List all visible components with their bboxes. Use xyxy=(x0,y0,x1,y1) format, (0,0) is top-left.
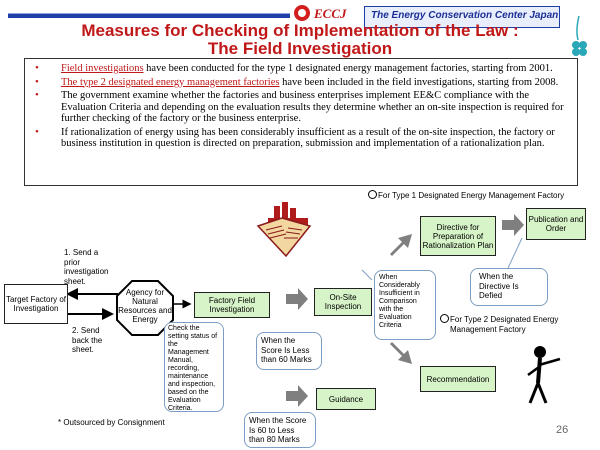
insufficient-callout: When Considerably Insufficient in Compar… xyxy=(374,270,436,340)
bullet-item: The type 2 designated energy management … xyxy=(33,77,569,89)
eccj-logo: ECCJ xyxy=(294,4,358,24)
arrow-to-guidance-icon xyxy=(286,385,308,407)
arrow-to-publication-icon xyxy=(502,214,524,236)
type2-text-2: Management Factory xyxy=(450,324,526,334)
bullet-item: If rationalization of energy using has b… xyxy=(33,127,569,150)
directive-box: Directive for Preparation of Rationaliza… xyxy=(420,216,496,256)
bullet-highlight: The type 2 designated energy management … xyxy=(61,76,280,88)
title-line-1: Measures for Checking of Implementation … xyxy=(81,21,519,40)
on-site-label: On-Site Inspection xyxy=(324,293,362,311)
type1-text: For Type 1 Designated Energy Management … xyxy=(378,191,565,200)
factory-document-icon xyxy=(256,202,312,258)
step2-text: 2. Send back the sheet. xyxy=(72,326,103,354)
directive-label: Directive for Preparation of Rationaliza… xyxy=(422,222,494,250)
score-60-80-callout: When the Score Is 60 to Less than 80 Mar… xyxy=(244,412,316,448)
arrow-down-right-icon xyxy=(390,342,412,364)
publication-label: Publication and Order xyxy=(528,215,584,233)
bullet-text: have been conducted for the type 1 desig… xyxy=(143,63,553,74)
bullet-highlight: Field investigations xyxy=(61,63,144,74)
recommendation-box: Recommendation xyxy=(420,366,496,392)
field-investigation-label: Factory Field Investigation xyxy=(208,296,256,314)
org-name: The Energy Conservation Center Japan xyxy=(371,10,559,21)
arrow-up-right-icon xyxy=(390,234,412,256)
arrow-to-onsite-icon xyxy=(286,288,308,310)
page-title: Measures for Checking of Implementation … xyxy=(40,22,560,58)
logo-circle-icon xyxy=(294,5,310,21)
circle-bullet-icon xyxy=(368,190,377,199)
org-name-banner: The Energy Conservation Center Japan xyxy=(364,6,560,28)
agency-label: Agency for Natural Resources and Energy xyxy=(118,288,172,324)
summary-box: Field investigations have been conducted… xyxy=(24,58,578,186)
type2-label: For Type 2 Designated Energy Management … xyxy=(440,314,558,334)
check-status-callout: Check the setting status of the Manageme… xyxy=(164,322,224,412)
publication-box: Publication and Order xyxy=(526,208,586,240)
bullet-text: have been included in the field investig… xyxy=(279,76,559,88)
logo-text: ECCJ xyxy=(314,6,347,21)
step1-text: 1. Send a prior investigation sheet. xyxy=(64,248,109,286)
page-number: 26 xyxy=(556,424,569,436)
header-rule xyxy=(8,13,290,18)
target-factory-box: Target Factory of Investigation xyxy=(4,284,68,324)
recommendation-label: Recommendation xyxy=(426,374,490,384)
bullet-text: The government examine whether the facto… xyxy=(61,90,564,124)
circle-bullet-icon xyxy=(440,314,449,323)
bullet-text: If rationalization of energy using has b… xyxy=(61,126,555,150)
defied-callout: When the Directive Is Defied xyxy=(470,268,548,306)
score-less-60-callout: When the Score Is Less than 60 Marks xyxy=(256,332,322,370)
bullet-item: Field investigations have been conducted… xyxy=(33,63,569,75)
field-investigation-box: Factory Field Investigation xyxy=(194,292,270,318)
target-factory-label: Target Factory of Investigation xyxy=(5,295,67,313)
agency-octagon xyxy=(116,280,174,336)
bullet-item: The government examine whether the facto… xyxy=(33,90,569,125)
guidance-label: Guidance xyxy=(328,394,364,404)
type1-label: For Type 1 Designated Energy Management … xyxy=(368,190,564,201)
on-site-inspection-box: On-Site Inspection xyxy=(314,288,372,316)
pointing-person-icon xyxy=(527,346,561,404)
title-line-2: The Field Investigation xyxy=(207,39,393,58)
guidance-box: Guidance xyxy=(316,388,376,410)
outsourced-note: * Outsourced by Consignment xyxy=(58,418,165,427)
clover-icon xyxy=(572,15,587,56)
type2-text-1: For Type 2 Designated Energy xyxy=(450,315,559,324)
